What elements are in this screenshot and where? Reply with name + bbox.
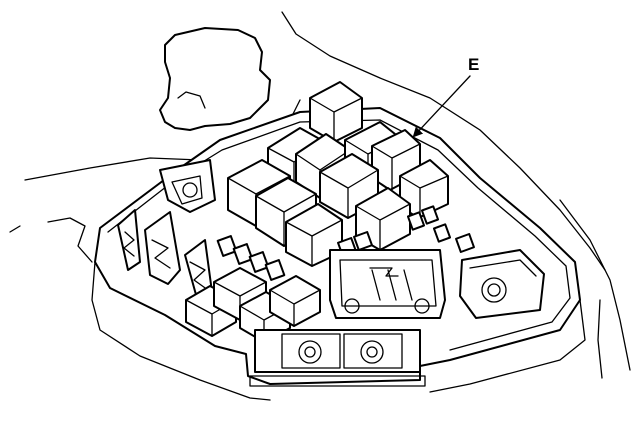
center-terminal-block [329, 249, 446, 319]
outer-cover-edge [559, 199, 631, 379]
top-clip [159, 159, 216, 213]
bottom-terminals [249, 329, 426, 387]
callout-e-label: E [468, 55, 480, 74]
left-divider-posts [117, 209, 213, 303]
relay-cluster [227, 81, 449, 267]
bulkhead-outline [159, 11, 606, 271]
right-terminal [459, 249, 545, 319]
callout-e-leader [412, 75, 471, 138]
